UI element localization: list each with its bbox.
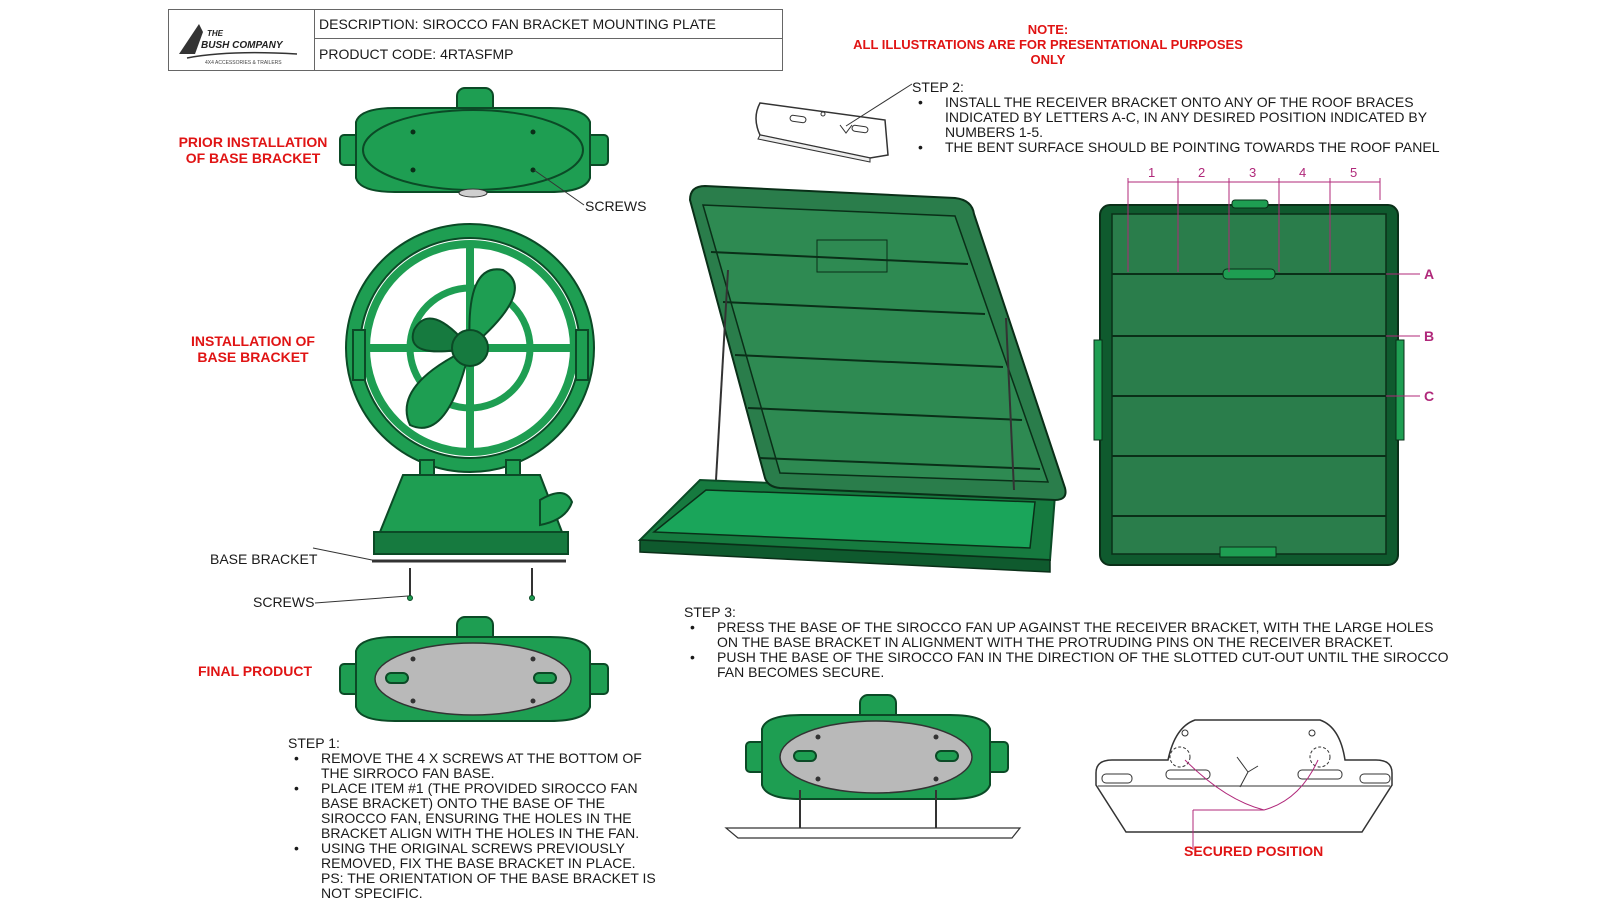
label-prior-installation: PRIOR INSTALLATION OF BASE BRACKET — [178, 134, 328, 166]
callout-screws-bottom: SCREWS — [253, 594, 315, 610]
fan-front-view — [345, 223, 595, 555]
step3-instructions: STEP 3: PRESS THE BASE OF THE SIROCCO FA… — [684, 605, 1454, 680]
position-number-3: 3 — [1249, 165, 1257, 180]
step2-item: INSTALL THE RECEIVER BRACKET ONTO ANY OF… — [912, 95, 1442, 140]
logo-line1: THE — [207, 29, 224, 38]
position-number-5: 5 — [1350, 165, 1358, 180]
position-number-4: 4 — [1299, 165, 1307, 180]
step2-item: THE BENT SURFACE SHOULD BE POINTING TOWA… — [912, 140, 1442, 156]
position-number-2: 2 — [1198, 165, 1206, 180]
position-markers — [1127, 178, 1420, 397]
step1-item: REMOVE THE 4 X SCREWS AT THE BOTTOM OF T… — [288, 751, 658, 781]
presentation-note: NOTE: ALL ILLUSTRATIONS ARE FOR PRESENTA… — [838, 22, 1258, 67]
note-title: NOTE: — [1027, 22, 1069, 37]
company-logo: THE BUSH COMPANY 4X4 ACCESSORIES & TRAIL… — [169, 10, 315, 70]
step3-heading: STEP 3: — [684, 604, 736, 620]
fan-top-view-final — [339, 616, 609, 722]
description-field: DESCRIPTION: SIROCCO FAN BRACKET MOUNTIN… — [315, 10, 782, 39]
step2-heading: STEP 2: — [912, 79, 964, 95]
logo-line2: BUSH COMPANY — [201, 40, 284, 51]
step3-item: PRESS THE BASE OF THE SIROCCO FAN UP AGA… — [684, 620, 1454, 650]
secured-callout-lines — [1184, 759, 1319, 850]
step1-item: USING THE ORIGINAL SCREWS PREVIOUSLY REM… — [288, 841, 658, 901]
step1-instructions: STEP 1: REMOVE THE 4 X SCREWS AT THE BOT… — [288, 736, 658, 901]
brace-letter-a: A — [1424, 266, 1435, 282]
note-text: ALL ILLUSTRATIONS ARE FOR PRESENTATIONAL… — [853, 37, 1243, 67]
brace-letter-c: C — [1424, 388, 1435, 404]
brace-letter-b: B — [1424, 328, 1435, 344]
rooftop-tent-open-view — [637, 184, 1067, 573]
receiver-bracket-secured — [1095, 719, 1393, 833]
step1-item: PLACE ITEM #1 (THE PROVIDED SIROCCO FAN … — [288, 781, 658, 841]
callout-screws-top: SCREWS — [585, 198, 647, 214]
title-block: THE BUSH COMPANY 4X4 ACCESSORIES & TRAIL… — [168, 9, 783, 71]
fan-bottom-step3 — [724, 694, 1022, 839]
label-final-product: FINAL PRODUCT — [197, 663, 313, 679]
step2-instructions: STEP 2: INSTALL THE RECEIVER BRACKET ONT… — [912, 79, 1442, 156]
receiver-bracket — [755, 102, 889, 163]
logo-tagline: 4X4 ACCESSORIES & TRAILERS — [205, 60, 282, 66]
bracket-screws — [407, 568, 535, 601]
position-number-1: 1 — [1148, 165, 1156, 180]
step3-item: PUSH THE BASE OF THE SIROCCO FAN IN THE … — [684, 650, 1454, 680]
step1-heading: STEP 1: — [288, 735, 340, 751]
roof-top-view — [1093, 199, 1405, 566]
fan-top-view-prior — [339, 87, 609, 198]
callout-base-bracket: BASE BRACKET — [210, 551, 318, 567]
callout-secured-position: SECURED POSITION — [1184, 843, 1324, 859]
label-installation: INSTALLATION OF BASE BRACKET — [191, 333, 315, 365]
product-code-field: PRODUCT CODE: 4RTASFMP — [319, 46, 514, 62]
